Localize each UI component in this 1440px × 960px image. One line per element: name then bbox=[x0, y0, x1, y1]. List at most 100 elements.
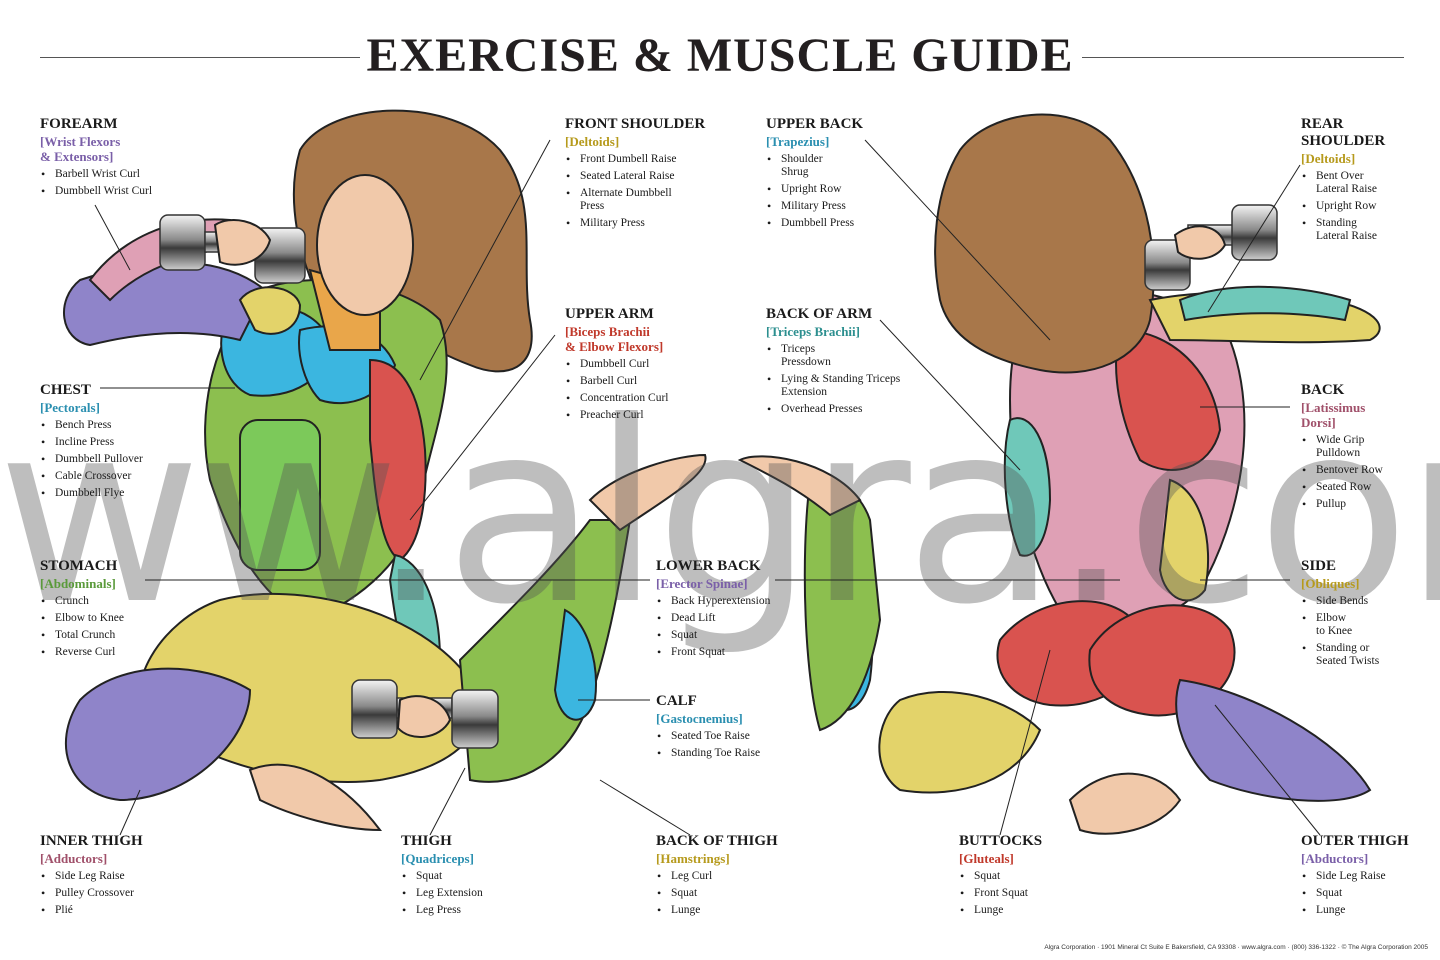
label-title: BACK OF ARM bbox=[766, 306, 873, 322]
label-outer-thigh: OUTER THIGH[Abductors]Side Leg RaiseSqua… bbox=[1301, 833, 1431, 921]
label-rear-shoulder: REAR SHOULDER[Deltoids]Bent Over Lateral… bbox=[1301, 116, 1431, 247]
label-muscle-name: [Biceps Brachii & Elbow Flexors] bbox=[565, 324, 664, 354]
back-lats bbox=[1115, 328, 1222, 471]
label-title: BACK bbox=[1301, 382, 1345, 398]
label-title: REAR SHOULDER bbox=[1301, 116, 1386, 149]
label-muscle-name: [Triceps Brachii] bbox=[766, 324, 860, 339]
exercise-item: Upright Row bbox=[766, 183, 966, 196]
exercise-item: Cable Crossover bbox=[40, 470, 240, 483]
back-foot bbox=[737, 455, 862, 517]
exercise-item: Seated Row bbox=[1301, 481, 1431, 494]
back-rear-arm bbox=[1178, 285, 1352, 322]
label-title: SIDE bbox=[1301, 558, 1337, 574]
exercise-item: Bench Press bbox=[40, 419, 240, 432]
exercise-list: Barbell Wrist CurlDumbbell Wrist Curl bbox=[40, 168, 240, 198]
exercise-item: Bentover Row bbox=[1301, 464, 1431, 477]
exercise-item: Squat bbox=[656, 887, 856, 900]
front-hand-bottom bbox=[396, 695, 452, 739]
label-muscle-name: [Deltoids] bbox=[565, 134, 620, 149]
exercise-item: Dumbbell Press bbox=[766, 217, 966, 230]
back-triceps bbox=[1003, 417, 1052, 557]
back-lower-foot bbox=[1068, 772, 1182, 835]
exercise-item: Triceps Pressdown bbox=[766, 343, 946, 369]
front-lower-foot bbox=[248, 763, 383, 832]
exercise-item: Standing Lateral Raise bbox=[1301, 217, 1431, 243]
label-title: BUTTOCKS bbox=[959, 833, 1043, 849]
label-side: SIDE[Obliques]Side BendsElbow to KneeSta… bbox=[1301, 558, 1431, 672]
exercise-list: Bench PressIncline PressDumbbell Pullove… bbox=[40, 419, 240, 500]
exercise-item: Elbow to Knee bbox=[1301, 612, 1431, 638]
exercise-item: Standing or Seated Twists bbox=[1301, 642, 1431, 668]
exercise-item: Alternate Dumbbell Press bbox=[565, 187, 765, 213]
exercise-item: Plié bbox=[40, 904, 240, 917]
title-rule-right bbox=[1082, 57, 1404, 58]
exercise-list: Side Leg RaisePulley CrossoverPlié bbox=[40, 870, 240, 917]
label-muscle-name: [Gluteals] bbox=[959, 851, 1014, 866]
label-title: UPPER ARM bbox=[565, 306, 654, 322]
label-title: STOMACH bbox=[40, 558, 118, 574]
exercise-item: Dumbbell Flye bbox=[40, 487, 240, 500]
label-upper-back: UPPER BACK[Trapezius]Shoulder ShrugUprig… bbox=[766, 116, 966, 234]
exercise-item: Pulley Crossover bbox=[40, 887, 240, 900]
exercise-item: Side Leg Raise bbox=[40, 870, 240, 883]
exercise-list: Shoulder ShrugUpright RowMilitary PressD… bbox=[766, 153, 966, 230]
exercise-list: CrunchElbow to KneeTotal CrunchReverse C… bbox=[40, 595, 240, 659]
exercise-item: Dumbbell Wrist Curl bbox=[40, 185, 240, 198]
exercise-item: Back Hyperextension bbox=[656, 595, 856, 608]
exercise-item: Lunge bbox=[1301, 904, 1431, 917]
front-figure bbox=[63, 109, 707, 832]
exercise-item: Elbow to Knee bbox=[40, 612, 240, 625]
back-hand bbox=[1173, 225, 1227, 260]
exercise-list: Bent Over Lateral RaiseUpright RowStandi… bbox=[1301, 170, 1431, 243]
label-back-of-arm: BACK OF ARM [Triceps Brachii] Triceps Pres… bbox=[766, 306, 946, 420]
exercise-list: Side BendsElbow to KneeStanding or Seate… bbox=[1301, 595, 1431, 668]
front-foot bbox=[588, 453, 707, 532]
leader-lines bbox=[94, 139, 1321, 836]
label-front-shoulder: FRONT SHOULDER[Deltoids]Front Dumbell Ra… bbox=[565, 116, 765, 234]
footer-credits: Algra Corporation · 1901 Mineral Ct Suit… bbox=[1044, 944, 1428, 951]
front-face bbox=[316, 174, 414, 316]
exercise-item: Squat bbox=[656, 629, 856, 642]
exercise-item: Front Dumbell Raise bbox=[565, 153, 765, 166]
exercise-item: Dumbbell Pullover bbox=[40, 453, 240, 466]
front-abs bbox=[239, 419, 321, 571]
label-muscle-name: [Hamstrings] bbox=[656, 851, 730, 866]
label-chest: CHEST [Pectorals] Bench PressIncline Press… bbox=[40, 382, 240, 504]
front-deltoid bbox=[238, 286, 302, 335]
exercise-item: Barbell Curl bbox=[565, 375, 765, 388]
back-hamstring bbox=[878, 691, 1042, 794]
label-title: CHEST bbox=[40, 382, 91, 398]
exercise-list: Wide Grip PulldownBentover RowSeated Row… bbox=[1301, 434, 1431, 511]
exercise-list: Front Dumbell RaiseSeated Lateral RaiseA… bbox=[565, 153, 765, 230]
exercise-item: Leg Press bbox=[401, 904, 601, 917]
page-title: EXERCISE & MUSCLE GUIDE bbox=[366, 29, 1074, 82]
exercise-item: Reverse Curl bbox=[40, 646, 240, 659]
label-title: INNER THIGH bbox=[40, 833, 143, 849]
front-upper-arm bbox=[369, 358, 427, 562]
label-buttocks: BUTTOCKS[Gluteals]SquatFront SquatLunge bbox=[959, 833, 1159, 921]
label-muscle-name: [Pectorals] bbox=[40, 400, 100, 415]
label-title: THIGH bbox=[401, 833, 452, 849]
label-title: BACK OF THIGH bbox=[656, 833, 778, 849]
back-hair bbox=[934, 113, 1155, 374]
label-muscle-name: [Adductors] bbox=[40, 851, 108, 866]
exercise-item: Side Leg Raise bbox=[1301, 870, 1431, 883]
back-oblique bbox=[1158, 478, 1209, 602]
back-outer-thigh bbox=[1175, 678, 1372, 802]
exercise-item: Incline Press bbox=[40, 436, 240, 449]
exercise-list: Leg CurlSquatLunge bbox=[656, 870, 856, 917]
label-title: FOREARM bbox=[40, 116, 118, 132]
exercise-item: Standing Toe Raise bbox=[656, 747, 856, 760]
exercise-item: Squat bbox=[959, 870, 1159, 883]
label-muscle-name: [Abdominals] bbox=[40, 576, 116, 591]
exercise-list: Seated Toe RaiseStanding Toe Raise bbox=[656, 730, 856, 760]
exercise-list: Triceps PressdownLying & Standing Tricep… bbox=[766, 343, 946, 416]
exercise-item: Shoulder Shrug bbox=[766, 153, 966, 179]
exercise-list: Side Leg RaiseSquatLunge bbox=[1301, 870, 1431, 917]
label-muscle-name: [Trapezius] bbox=[766, 134, 830, 149]
exercise-item: Lying & Standing Triceps Extension bbox=[766, 373, 946, 399]
label-muscle-name: [Abductors] bbox=[1301, 851, 1369, 866]
exercise-item: Concentration Curl bbox=[565, 392, 765, 405]
exercise-item: Seated Toe Raise bbox=[656, 730, 856, 743]
